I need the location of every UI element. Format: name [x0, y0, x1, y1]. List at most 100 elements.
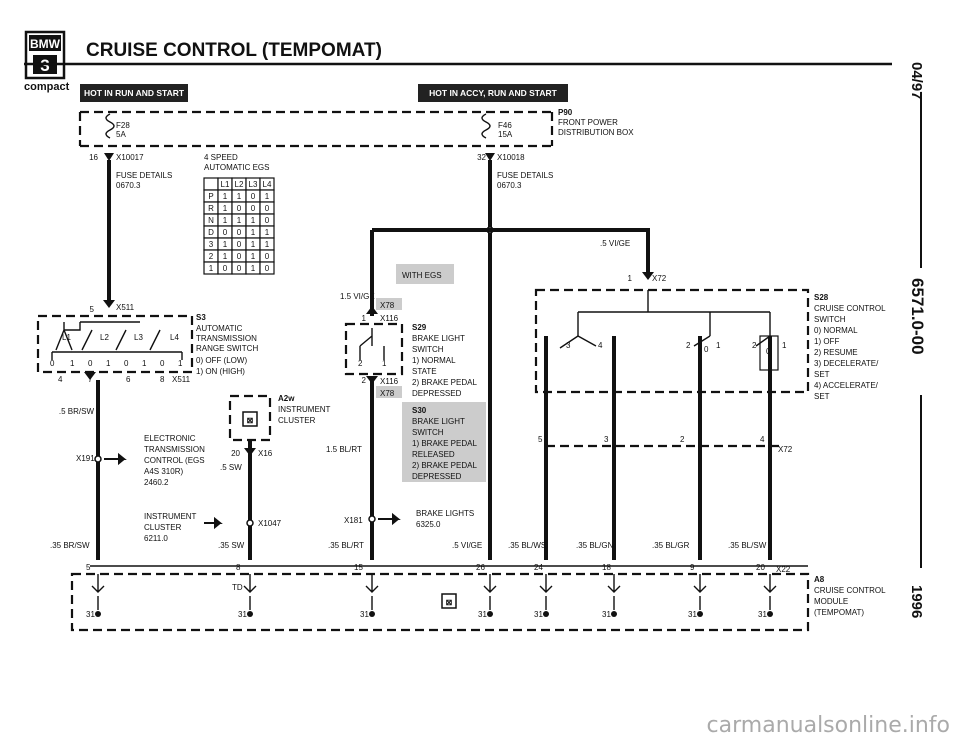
connector-x511-top: X511 [116, 303, 135, 312]
a8-ground-31: 31 [86, 610, 95, 619]
egs-table-cell: 0 [223, 264, 228, 273]
s3-line-3: 0) OFF (LOW) [196, 356, 247, 365]
s28-line-1: CRUISE CONTROL [814, 304, 886, 313]
a8-td: TD [232, 583, 243, 592]
egs-table-header: L1 [221, 180, 230, 189]
connector-x72-top: X72 [652, 274, 667, 283]
s30-line-5: 2) BRAKE PEDAL [412, 461, 477, 470]
a8-ground-31: 31 [758, 610, 767, 619]
bmw-logo: BMW 3 [24, 30, 66, 80]
a8-line-1: CRUISE CONTROL [814, 586, 886, 595]
a8-ground-node [369, 611, 375, 617]
banner-run-start: HOT IN RUN AND START [84, 88, 185, 98]
s3-pin-8: 8 [160, 375, 165, 384]
banner-accy-run-start: HOT IN ACCY, RUN AND START [429, 88, 557, 98]
wire-sw-mid: .5 SW [220, 463, 242, 472]
logo-sub-text: compact [24, 81, 70, 93]
fuse-ref-right: 0670.3 [497, 181, 522, 190]
pin-1-x72: 1 [628, 274, 633, 283]
s30-line-4: RELEASED [412, 450, 455, 459]
a8-pin-line [243, 574, 257, 610]
etc-line-2: CONTROL (EGS [144, 456, 205, 465]
wire-35-blgr: .35 BL/GR [652, 541, 690, 550]
s3-pos-1d: 1 [178, 359, 183, 368]
wire-35-blgn: .35 BL/GN [576, 541, 614, 550]
egs-table-cell: 1 [265, 228, 270, 237]
side-date: 04/97 [908, 62, 925, 100]
s28-line-3: 0) NORMAL [814, 326, 858, 335]
connector-x72-bottom: X72 [778, 445, 793, 454]
a8-pin-5: 5 [86, 563, 91, 572]
s3-l1: L1 [62, 333, 71, 342]
f28-label: F28 [116, 121, 130, 130]
pin-20-x16: 20 [231, 449, 240, 458]
a8-pin-line [693, 574, 707, 610]
s30-line-3: 1) BRAKE PEDAL [412, 439, 477, 448]
a8-ground-node [543, 611, 549, 617]
egs-table-cell-bg [259, 261, 275, 275]
p90-label: P90 [558, 108, 573, 117]
s28-line-9: SET [814, 392, 830, 401]
egs-table-cell: 1 [251, 240, 256, 249]
a8-pin-18: 18 [602, 563, 611, 572]
etc-line-3: A4S 310R) [144, 467, 183, 476]
s3-pos-0d: 0 [160, 359, 165, 368]
egs-table-cell: 1 [251, 216, 256, 225]
s28-line-8: 4) ACCELERATE/ [814, 381, 879, 390]
a8-pin-line [91, 574, 105, 610]
egs-table-cell: R [208, 204, 214, 213]
connector-x511-bottom: X511 [172, 375, 191, 384]
s30-line-6: DEPRESSED [412, 472, 462, 481]
wire-35-brsw: .35 BR/SW [50, 541, 90, 550]
a8-ground-node [247, 611, 253, 617]
s3-pos-1c: 1 [142, 359, 147, 368]
brake-lights-ref: 6325.0 [416, 520, 441, 529]
s3-l4: L4 [170, 333, 179, 342]
egs-table-cell: 1 [251, 252, 256, 261]
wire-35-blws: .35 BL/WS [508, 541, 546, 550]
wire-br-sw: .5 BR/SW [59, 407, 95, 416]
s28-contact-3: 3 [566, 341, 571, 350]
a2w-line2: CLUSTER [278, 416, 316, 425]
egs-table-header: L4 [263, 180, 272, 189]
etc-line-1: TRANSMISSION [144, 445, 205, 454]
s28-contact-0a: 0 [704, 345, 709, 354]
s29-line-1: BRAKE LIGHT [412, 334, 465, 343]
s28-contact-1b: 1 [782, 341, 787, 350]
egs-table-cell: D [208, 228, 214, 237]
side-code: 6571.0-00 [908, 278, 927, 355]
connector-x181: X181 [344, 516, 363, 525]
egs-table-cell: 0 [237, 252, 242, 261]
a8-ground-31: 31 [688, 610, 697, 619]
s29-line-2: SWITCH [412, 345, 444, 354]
a8-ground-node [697, 611, 703, 617]
side-year: 1996 [908, 585, 925, 618]
egs-table-cell: 1 [265, 240, 270, 249]
egs-table-cell: 1 [223, 240, 228, 249]
s3-pos-0a: 0 [50, 359, 55, 368]
s28-line-4: 1) OFF [814, 337, 839, 346]
s3-line-1: TRANSMISSION [196, 334, 257, 343]
s30-line-1: BRAKE LIGHT [412, 417, 465, 426]
watermark: carmanualsonline.info [707, 713, 950, 738]
s29-pos-2: 2 [358, 359, 363, 368]
s28-line-5: 2) RESUME [814, 348, 858, 357]
egs-table-cell: 3 [209, 240, 214, 249]
s29-pos-1: 1 [382, 359, 387, 368]
s3-pin-4: 4 [58, 375, 63, 384]
s3-line-4: 1) ON (HIGH) [196, 367, 245, 376]
f46-amps: 15A [498, 130, 513, 139]
a8-pin-9: 9 [690, 563, 695, 572]
a2w-label: A2w [278, 394, 295, 403]
f46-label: F46 [498, 121, 512, 130]
a8-pin-line [539, 574, 553, 610]
a8-ground-node [611, 611, 617, 617]
s3-pos-0c: 0 [124, 359, 129, 368]
a8-label: A8 [814, 575, 825, 584]
a8-pin-8: 8 [236, 563, 241, 572]
s3-l2: L2 [100, 333, 109, 342]
s28-line-2: SWITCH [814, 315, 846, 324]
egs-table-cell: 1 [265, 192, 270, 201]
